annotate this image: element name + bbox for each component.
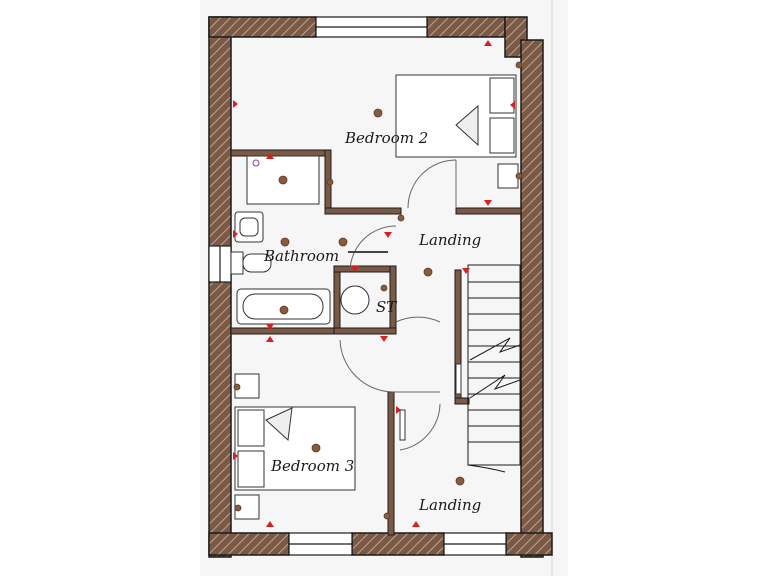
socket-marker-icon xyxy=(351,266,359,272)
bed-bedroom-3 xyxy=(234,373,356,520)
wall-light-icon xyxy=(380,284,388,292)
room-label-landing-lower: Landing xyxy=(418,496,481,514)
socket-marker-icon xyxy=(510,101,515,109)
switches xyxy=(399,363,462,441)
wall-bottom-2 xyxy=(351,532,445,556)
ceiling-lights xyxy=(233,61,523,520)
windows xyxy=(208,16,507,556)
bedside-table xyxy=(497,163,519,189)
socket-marker-icon xyxy=(412,521,420,527)
wc-cistern xyxy=(230,251,244,275)
socket-marker-icon xyxy=(233,452,238,460)
basin-bowl xyxy=(239,217,259,237)
door-bedroom-3 xyxy=(339,339,395,393)
room-label-bathroom: Bathroom xyxy=(263,247,339,265)
wall-top-right xyxy=(426,16,506,38)
ceiling-light-icon xyxy=(423,267,433,277)
socket-markers xyxy=(233,40,660,527)
socket-marker-icon xyxy=(266,521,274,527)
socket-marker-icon xyxy=(233,100,238,108)
wall-storage-left xyxy=(333,265,341,335)
room-label-bedroom-3: Bedroom 3 xyxy=(270,457,354,475)
bed-fold xyxy=(455,104,479,147)
wall-light-icon xyxy=(233,383,241,391)
socket-marker-icon xyxy=(384,232,392,238)
wall-bottom-3 xyxy=(505,532,553,556)
bed-bedroom-2 xyxy=(395,74,519,189)
pillow-2 xyxy=(489,117,515,154)
wall-light-icon xyxy=(515,172,523,180)
socket-marker-icon xyxy=(266,153,274,159)
wall-light-icon xyxy=(383,512,391,520)
ceiling-light-icon xyxy=(280,237,290,247)
doors xyxy=(339,159,457,451)
stair-curve xyxy=(467,464,506,473)
socket-marker-icon xyxy=(484,40,492,46)
wall-storage-top xyxy=(333,265,397,273)
wall-bathroom-landing xyxy=(324,207,402,215)
wall-light-icon xyxy=(397,214,405,222)
socket-marker-icon xyxy=(266,336,274,342)
wall-left xyxy=(208,16,232,558)
pillow-3b xyxy=(237,450,265,488)
door-bedroom-2 xyxy=(407,159,457,209)
switch-icon xyxy=(399,409,406,441)
room-label-bedroom-2: Bedroom 2 xyxy=(344,129,428,147)
ceiling-light-icon xyxy=(455,476,465,486)
door-storage xyxy=(395,316,441,323)
wc-pan xyxy=(242,253,272,273)
room-label-landing-upper: Landing xyxy=(418,231,481,249)
ceiling-light-icon xyxy=(279,305,289,315)
wall-bottom-1 xyxy=(208,532,290,556)
socket-marker-icon xyxy=(484,200,492,206)
wall-right xyxy=(520,39,544,558)
wall-light-icon xyxy=(234,504,242,512)
wall-stair-bottom xyxy=(454,397,470,405)
socket-marker-icon xyxy=(266,324,274,330)
door-landing-lower xyxy=(399,403,441,451)
bed-fold-3 xyxy=(265,407,293,442)
shower-drain xyxy=(252,159,260,167)
socket-marker-icon xyxy=(233,230,238,238)
ceiling-light-icon xyxy=(373,108,383,118)
ceiling-light-icon xyxy=(338,237,348,247)
staircase xyxy=(467,264,521,473)
wall-light-icon xyxy=(326,178,334,186)
switch-icon xyxy=(455,363,462,395)
wall-top-left xyxy=(208,16,317,38)
ceiling-light-icon xyxy=(278,175,288,185)
cylinder-tank xyxy=(340,285,370,315)
wall-bathroom-bottom xyxy=(230,327,337,335)
socket-marker-icon xyxy=(462,268,470,274)
outer-walls xyxy=(208,16,553,558)
door-bathroom xyxy=(349,225,397,271)
wall-storage-bottom xyxy=(333,327,397,335)
stair-outline xyxy=(467,264,521,466)
ceiling-light-icon xyxy=(311,443,321,453)
socket-marker-icon xyxy=(396,406,401,414)
pillow-3a xyxy=(237,409,265,447)
stair-direction-arrow xyxy=(469,374,521,399)
socket-marker-icon xyxy=(380,336,388,342)
wall-light-icon xyxy=(515,61,523,69)
pillow-1 xyxy=(489,77,515,114)
wall-bedroom2-landing xyxy=(455,207,522,215)
stair-break-line xyxy=(469,337,521,361)
room-label-storage: ST xyxy=(376,298,397,316)
unused-marker xyxy=(654,220,660,228)
wall-bathroom-top xyxy=(230,149,332,157)
